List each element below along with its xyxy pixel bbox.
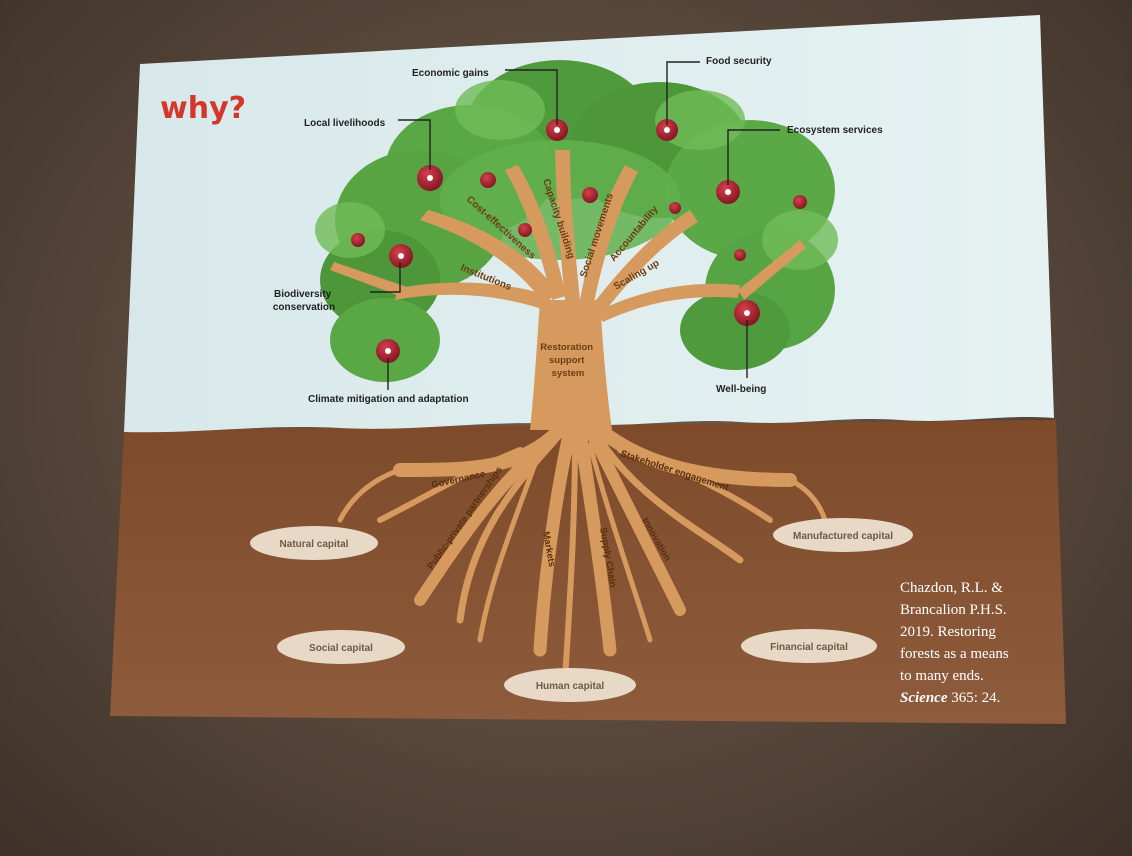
svg-text:Financial capital: Financial capital bbox=[770, 642, 848, 653]
citation-journal: Science bbox=[900, 690, 948, 706]
benefit-economic-gains: Economic gains bbox=[412, 68, 489, 79]
benefit-local-livelihoods: Local livelihoods bbox=[304, 118, 386, 129]
tree-roots bbox=[337, 423, 828, 683]
benefit-food-security: Food security bbox=[706, 56, 772, 67]
svg-text:Manufactured capital: Manufactured capital bbox=[793, 531, 893, 542]
capital-manufactured: Manufactured capital bbox=[773, 518, 913, 552]
benefit-biodiversity-conservation: Biodiversity conservation bbox=[273, 289, 335, 313]
tree-trunk bbox=[330, 150, 806, 430]
benefit-climate: Climate mitigation and adaptation bbox=[308, 394, 469, 405]
benefit-well-being: Well-being bbox=[716, 384, 766, 395]
citation-ref: 365: 24. bbox=[947, 690, 1000, 706]
leader-lines bbox=[370, 61, 780, 390]
trunk-label: Restoration support system bbox=[540, 342, 595, 379]
citation: Chazdon, R.L. & Brancalion P.H.S. 2019. … bbox=[900, 580, 1012, 706]
capital-social: Social capital bbox=[277, 630, 405, 664]
svg-text:Human capital: Human capital bbox=[536, 681, 605, 692]
svg-text:Social capital: Social capital bbox=[309, 643, 373, 654]
capital-financial: Financial capital bbox=[741, 629, 877, 663]
benefit-ecosystem-services: Ecosystem services bbox=[787, 125, 883, 136]
svg-text:Natural capital: Natural capital bbox=[280, 539, 349, 550]
slide-question: why? bbox=[160, 91, 246, 126]
capital-natural: Natural capital bbox=[250, 526, 378, 560]
capital-human: Human capital bbox=[504, 668, 636, 702]
